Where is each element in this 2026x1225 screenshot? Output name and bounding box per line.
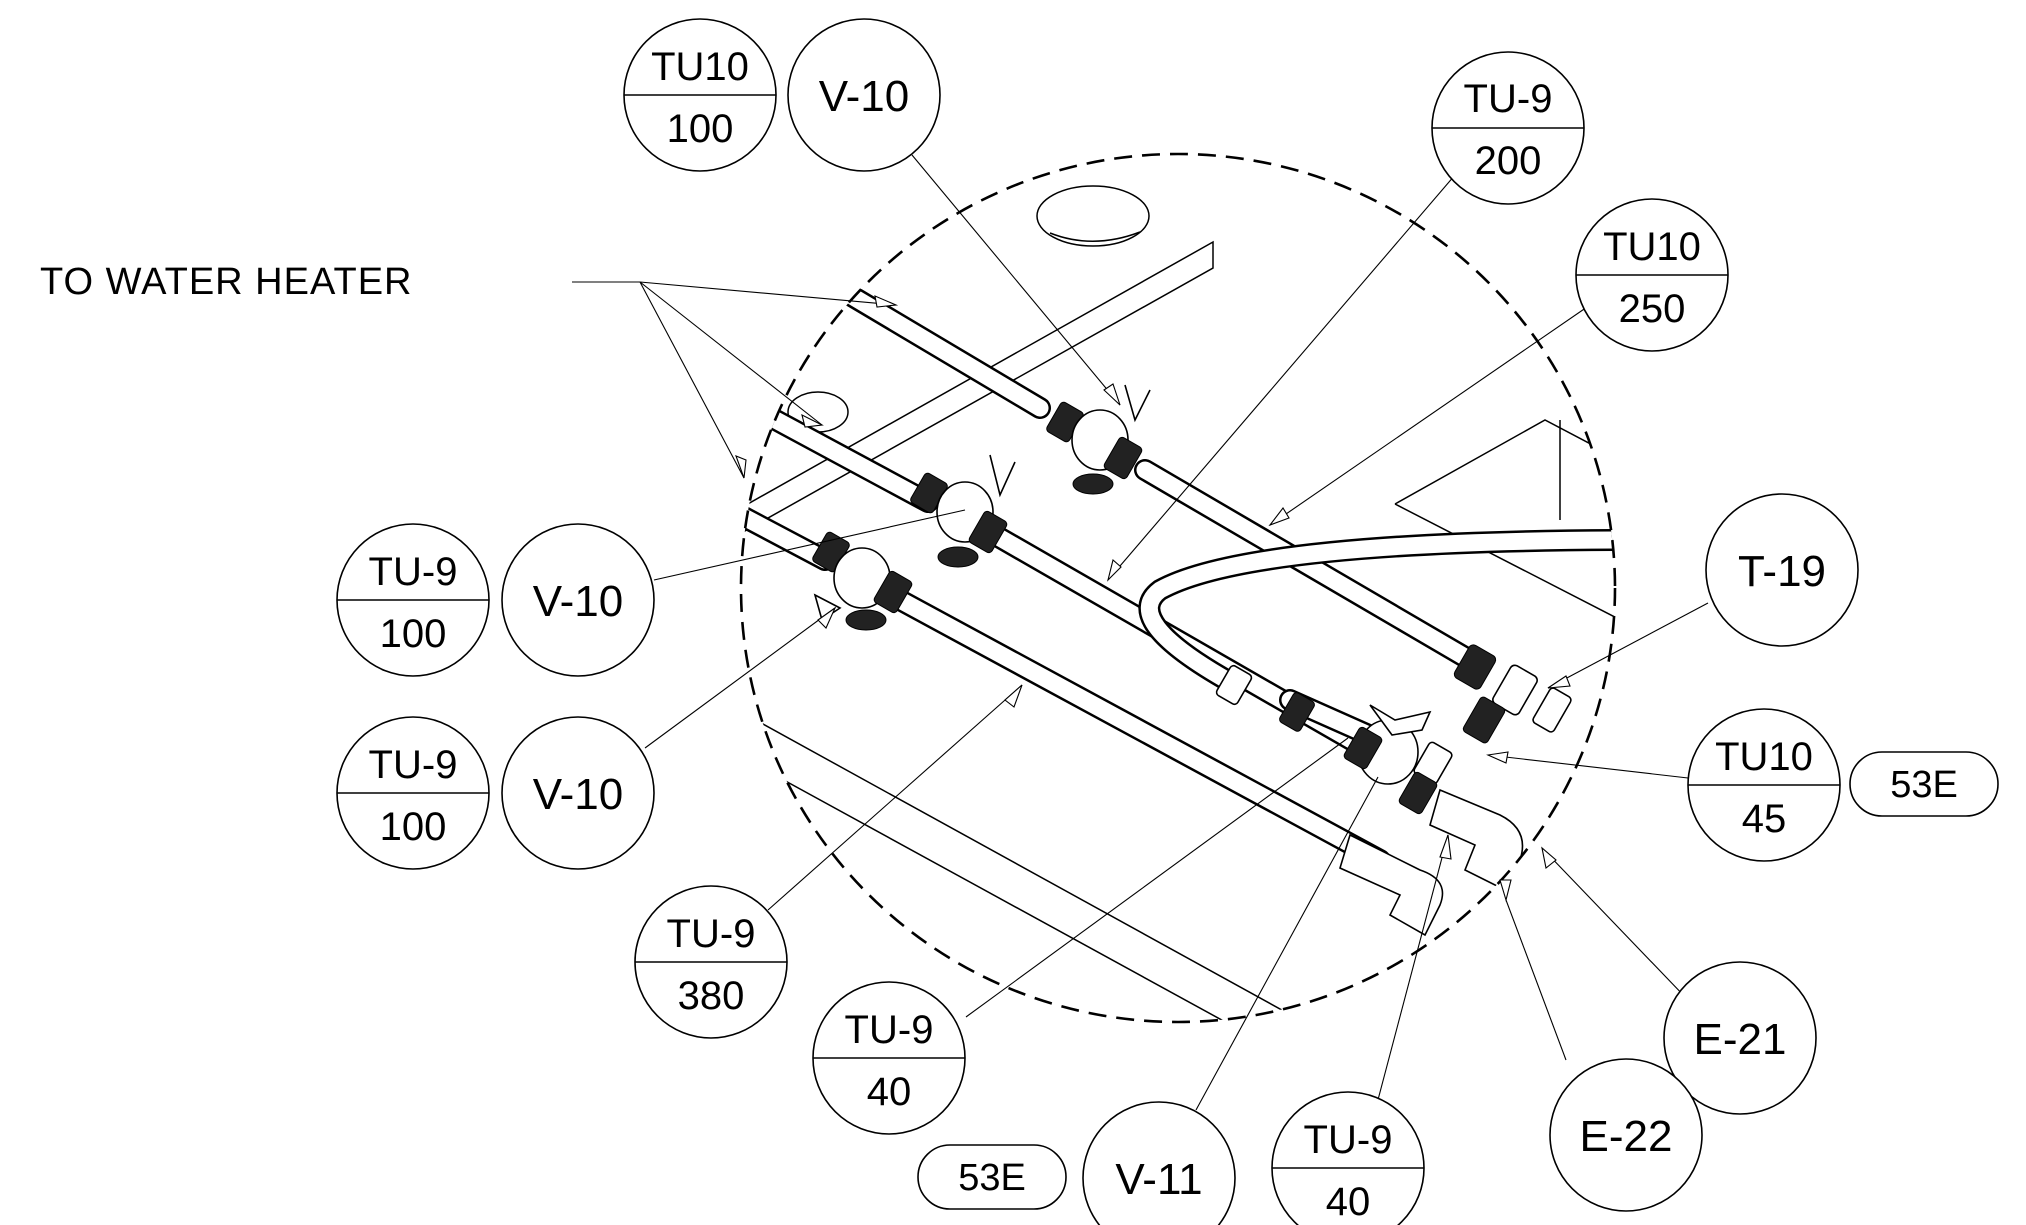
detail-view <box>741 185 1615 1022</box>
callout-length: 100 <box>667 107 734 151</box>
callout-part: E-21 <box>1694 1015 1787 1064</box>
callout-part: TU-9 <box>1304 1118 1393 1162</box>
callout-length: 100 <box>380 612 447 656</box>
callout-part: T-19 <box>1738 547 1826 596</box>
callout-tu9-40-lower: TU-9 40 <box>1271 1091 1425 1225</box>
callout-part: TU-9 <box>1464 77 1553 121</box>
callout-length: 40 <box>867 1070 912 1114</box>
callout-tu9-100-lower: TU-9 100 <box>336 716 490 870</box>
cabinet-box <box>1394 419 1615 700</box>
tee-fitting-t19 <box>1453 644 1572 733</box>
elbows-e21-e22 <box>1339 788 1524 937</box>
callout-length: 40 <box>1326 1180 1371 1224</box>
arrowheads <box>735 295 1571 903</box>
callout-tu10-100: TU10 100 <box>623 18 777 172</box>
callout-part: V-10 <box>533 770 624 819</box>
callout-part: V-10 <box>533 577 624 626</box>
callout-length: 250 <box>1619 287 1686 331</box>
callout-length: 380 <box>678 974 745 1018</box>
callout-part: TU10 <box>1715 735 1813 779</box>
valve-v10-middle <box>910 454 1016 568</box>
callout-t19: T-19 <box>1705 493 1859 647</box>
to-water-heater-caption: TO WATER HEATER <box>40 261 413 303</box>
callout-length: 200 <box>1475 139 1542 183</box>
callout-tu9-40-upper: TU-9 40 <box>812 981 966 1135</box>
leader-lines <box>572 154 1709 1131</box>
callout-part: E-22 <box>1580 1112 1673 1161</box>
valve-v10-upper <box>1046 384 1151 495</box>
floor-edge-1 <box>751 717 1301 1021</box>
callout-e21: E-21 <box>1663 961 1817 1115</box>
callout-length: 100 <box>380 805 447 849</box>
callout-part: TU-9 <box>667 912 756 956</box>
ref-53e-bottom: 53E <box>917 1144 1067 1210</box>
callout-v11: V-11 <box>1082 1101 1236 1225</box>
valve-v10-lower <box>812 531 913 631</box>
callout-v10-top: V-10 <box>787 18 941 172</box>
callout-v10-lower: V-10 <box>501 716 655 870</box>
callout-tu9-380: TU-9 380 <box>634 885 788 1039</box>
callout-part: TU-9 <box>369 743 458 787</box>
callout-e22: E-22 <box>1549 1058 1703 1212</box>
callout-tu9-200: TU-9 200 <box>1431 51 1585 205</box>
callout-tu9-100-upper: TU-9 100 <box>336 523 490 677</box>
callout-part: TU-9 <box>369 550 458 594</box>
callout-tu10-45: TU10 45 <box>1687 708 1841 862</box>
callout-length: 45 <box>1742 797 1787 841</box>
reference-tag: 53E <box>1890 764 1958 806</box>
callout-v10-middle: V-10 <box>501 523 655 677</box>
ref-53e-right: 53E <box>1849 751 1999 817</box>
deck-opening <box>1036 185 1150 247</box>
callout-part: V-11 <box>1115 1155 1202 1204</box>
floor-edge-2 <box>779 777 1241 1022</box>
reference-tag: 53E <box>958 1157 1026 1199</box>
callout-part: TU10 <box>651 45 749 89</box>
valve-v11 <box>1215 664 1506 815</box>
callout-tu10-250: TU10 250 <box>1575 198 1729 352</box>
callout-part: V-10 <box>819 72 910 121</box>
callout-part: TU-9 <box>845 1008 934 1052</box>
callout-part: TU10 <box>1603 225 1701 269</box>
detail-boundary-circle <box>739 152 1617 1024</box>
